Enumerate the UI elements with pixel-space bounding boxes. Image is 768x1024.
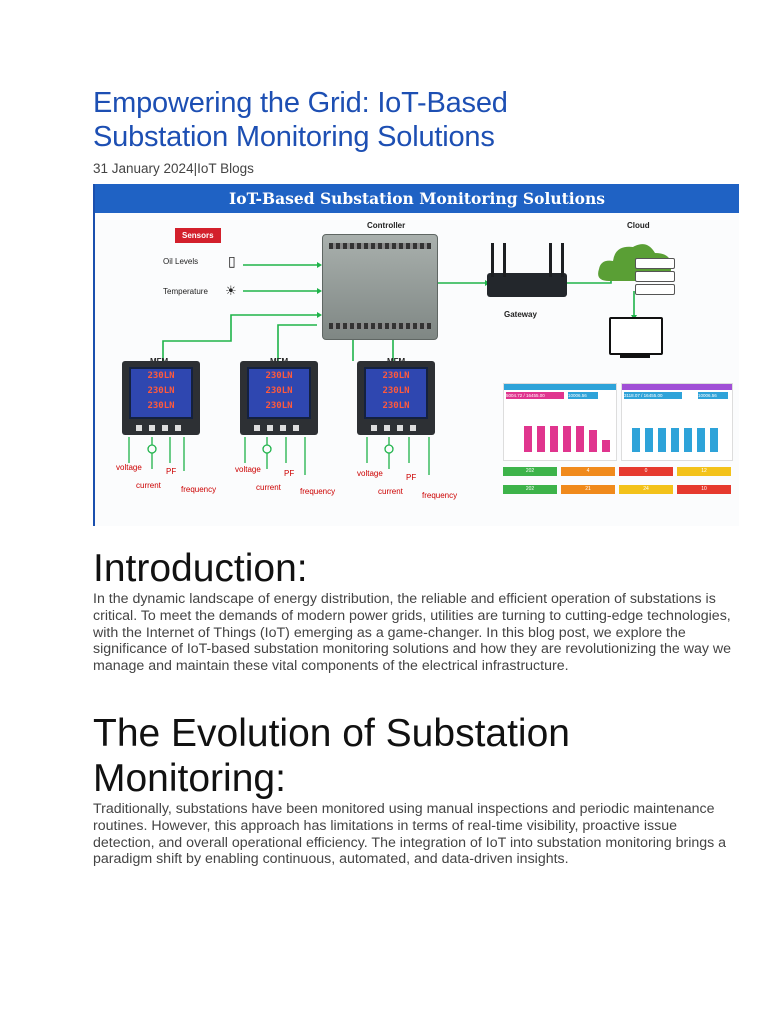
dashboard-screenshot: 5004.72 / 16455.00 10006.56 3118.07 / 16…	[503, 383, 733, 499]
pf-label-1: PF	[166, 467, 177, 476]
meter-reading: 230LN	[382, 386, 410, 396]
tile-4: 12	[677, 467, 731, 476]
oil-level-sensor-icon: ▯	[228, 253, 236, 269]
tile-6: 21	[561, 485, 615, 494]
controller-device	[322, 234, 438, 340]
frequency-label-1: frequency	[181, 485, 217, 494]
meter-reading: 230LN	[147, 371, 175, 381]
current-label-2: current	[256, 483, 281, 492]
energy-meter-1: 230LN 230LN 230LN	[122, 361, 200, 435]
section-heading-evolution: The Evolution of Substation Monitoring:	[93, 711, 570, 800]
evolution-paragraph: Traditionally, substations have been mon…	[93, 800, 727, 868]
meter-reading: 230LN	[265, 401, 293, 411]
stat-right: 3118.07 / 16455.00	[624, 392, 682, 399]
cloud-label: Cloud	[627, 221, 650, 230]
category-link[interactable]: IoT Blogs	[197, 161, 254, 176]
article-title-line2: Substation Monitoring Solutions	[93, 121, 495, 153]
tile-5: 202	[503, 485, 557, 494]
dashboard-panel-left: 5004.72 / 16455.00 10006.56	[503, 383, 617, 461]
article: Empowering the Grid: IoT-Based Substatio…	[93, 86, 739, 868]
figure-diagram: Sensors Oil Levels Temperature ▯ ☀ Contr…	[95, 213, 739, 526]
tile-2: 4	[561, 467, 615, 476]
energy-meter-3: 230LN 230LN 230LN	[357, 361, 435, 435]
stat-left-small: 10006.56	[568, 392, 598, 399]
pf-label-3: PF	[406, 473, 417, 482]
meter-reading: 230LN	[265, 386, 293, 396]
voltage-label-2: voltage	[235, 465, 261, 474]
gateway-label: Gateway	[504, 310, 537, 319]
monitor-icon	[609, 317, 663, 355]
meter-reading: 230LN	[382, 371, 410, 381]
meter-reading: 230LN	[265, 371, 293, 381]
wire-mfm1	[162, 314, 317, 361]
monitor-stand	[620, 354, 650, 358]
frequency-label-3: frequency	[422, 491, 458, 500]
dashboard-panel-right: 3118.07 / 16455.00 10006.56	[621, 383, 733, 461]
oil-levels-label: Oil Levels	[163, 257, 199, 266]
meter-reading: 230LN	[147, 401, 175, 411]
article-figure: IoT-Based Substation Monitoring Solution…	[93, 184, 739, 526]
sensors-badge: Sensors	[175, 228, 221, 243]
figure-banner: IoT-Based Substation Monitoring Solution…	[95, 184, 739, 213]
tile-7: 24	[619, 485, 673, 494]
article-title: Empowering the Grid: IoT-Based Substatio…	[93, 86, 739, 154]
stat-left: 5004.72 / 16455.00	[506, 392, 564, 399]
introduction-paragraph: In the dynamic landscape of energy distr…	[93, 591, 732, 675]
temperature-label: Temperature	[163, 287, 208, 296]
gateway-router	[487, 243, 567, 297]
current-label-1: current	[136, 481, 161, 490]
article-title-line1: Empowering the Grid: IoT-Based	[93, 87, 508, 119]
meta-separator: |	[193, 161, 198, 176]
tile-1: 202	[503, 467, 557, 476]
energy-meter-2: 230LN 230LN 230LN	[240, 361, 318, 435]
pf-label-2: PF	[284, 469, 295, 478]
frequency-label-2: frequency	[300, 487, 336, 496]
thermometer-icon: ☀	[225, 283, 237, 298]
meter-reading: 230LN	[382, 401, 410, 411]
controller-label: Controller	[367, 221, 406, 230]
post-meta: 31 January 2024|IoT Blogs	[93, 161, 739, 176]
stat-right-small: 10006.56	[698, 392, 728, 399]
post-date: 31 January 2024	[93, 161, 194, 176]
meter-reading: 230LN	[147, 386, 175, 396]
voltage-label-1: voltage	[116, 463, 142, 472]
server-icon	[635, 258, 675, 295]
tile-8: 10	[677, 485, 731, 494]
section-heading-introduction: Introduction:	[93, 547, 308, 590]
current-label-3: current	[378, 487, 403, 496]
wire-mfm2	[277, 324, 317, 361]
voltage-label-3: voltage	[357, 469, 383, 478]
tile-3: 0	[619, 467, 673, 476]
